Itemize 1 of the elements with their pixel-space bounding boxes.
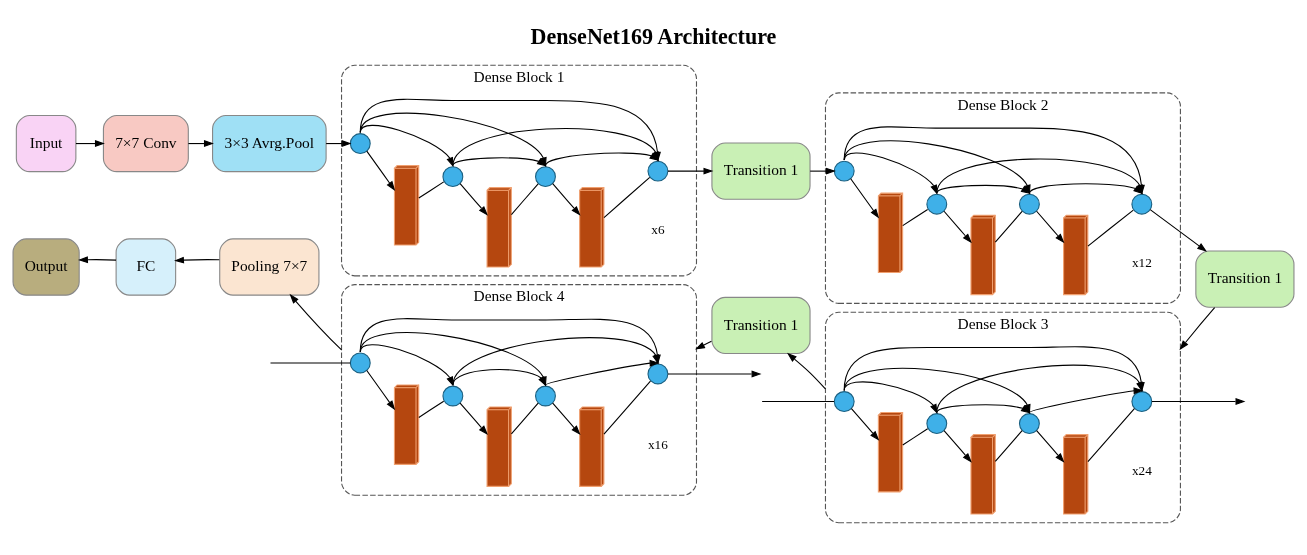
diagram-title: DenseNet169 Architecture bbox=[530, 24, 777, 50]
